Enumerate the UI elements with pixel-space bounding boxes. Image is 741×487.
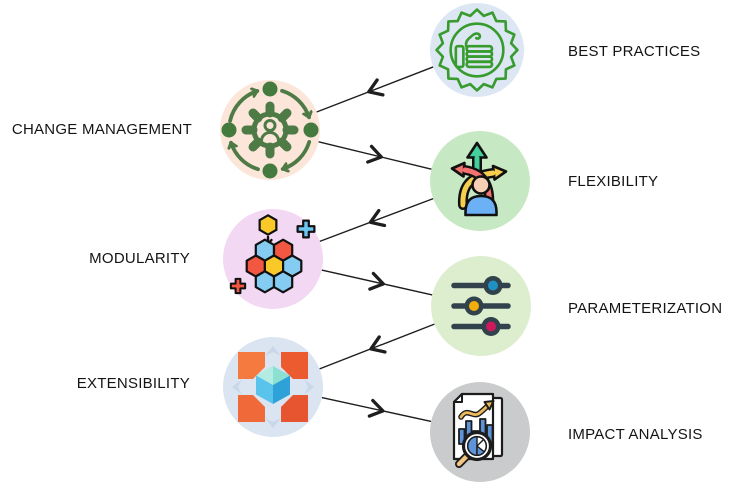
label-change-management: CHANGE MANAGEMENT bbox=[11, 121, 192, 138]
node-extensibility bbox=[223, 337, 323, 437]
node-flexibility bbox=[430, 131, 530, 231]
label-parameterization: PARAMETERIZATION bbox=[568, 300, 723, 317]
report-magnifier-icon bbox=[452, 392, 504, 468]
label-impact-analysis: IMPACT ANALYSIS bbox=[568, 426, 703, 443]
hexagon-modules-icon bbox=[229, 214, 316, 295]
node-modularity bbox=[223, 209, 323, 309]
person-direction-arrows-icon bbox=[450, 141, 508, 217]
label-best-practices: BEST PRACTICES bbox=[568, 43, 701, 60]
node-parameterization bbox=[431, 256, 531, 356]
node-impact-analysis bbox=[430, 382, 530, 482]
expand-cube-icon bbox=[232, 346, 314, 428]
sliders-icon bbox=[451, 276, 511, 336]
gear-cycle-icon bbox=[221, 81, 319, 179]
node-best-practices bbox=[430, 3, 524, 97]
label-modularity: MODULARITY bbox=[89, 250, 190, 267]
node-change-management bbox=[220, 80, 320, 180]
thumbs-up-badge-icon bbox=[435, 8, 519, 92]
label-flexibility: FLEXIBILITY bbox=[568, 173, 659, 190]
label-extensibility: EXTENSIBILITY bbox=[76, 375, 190, 392]
